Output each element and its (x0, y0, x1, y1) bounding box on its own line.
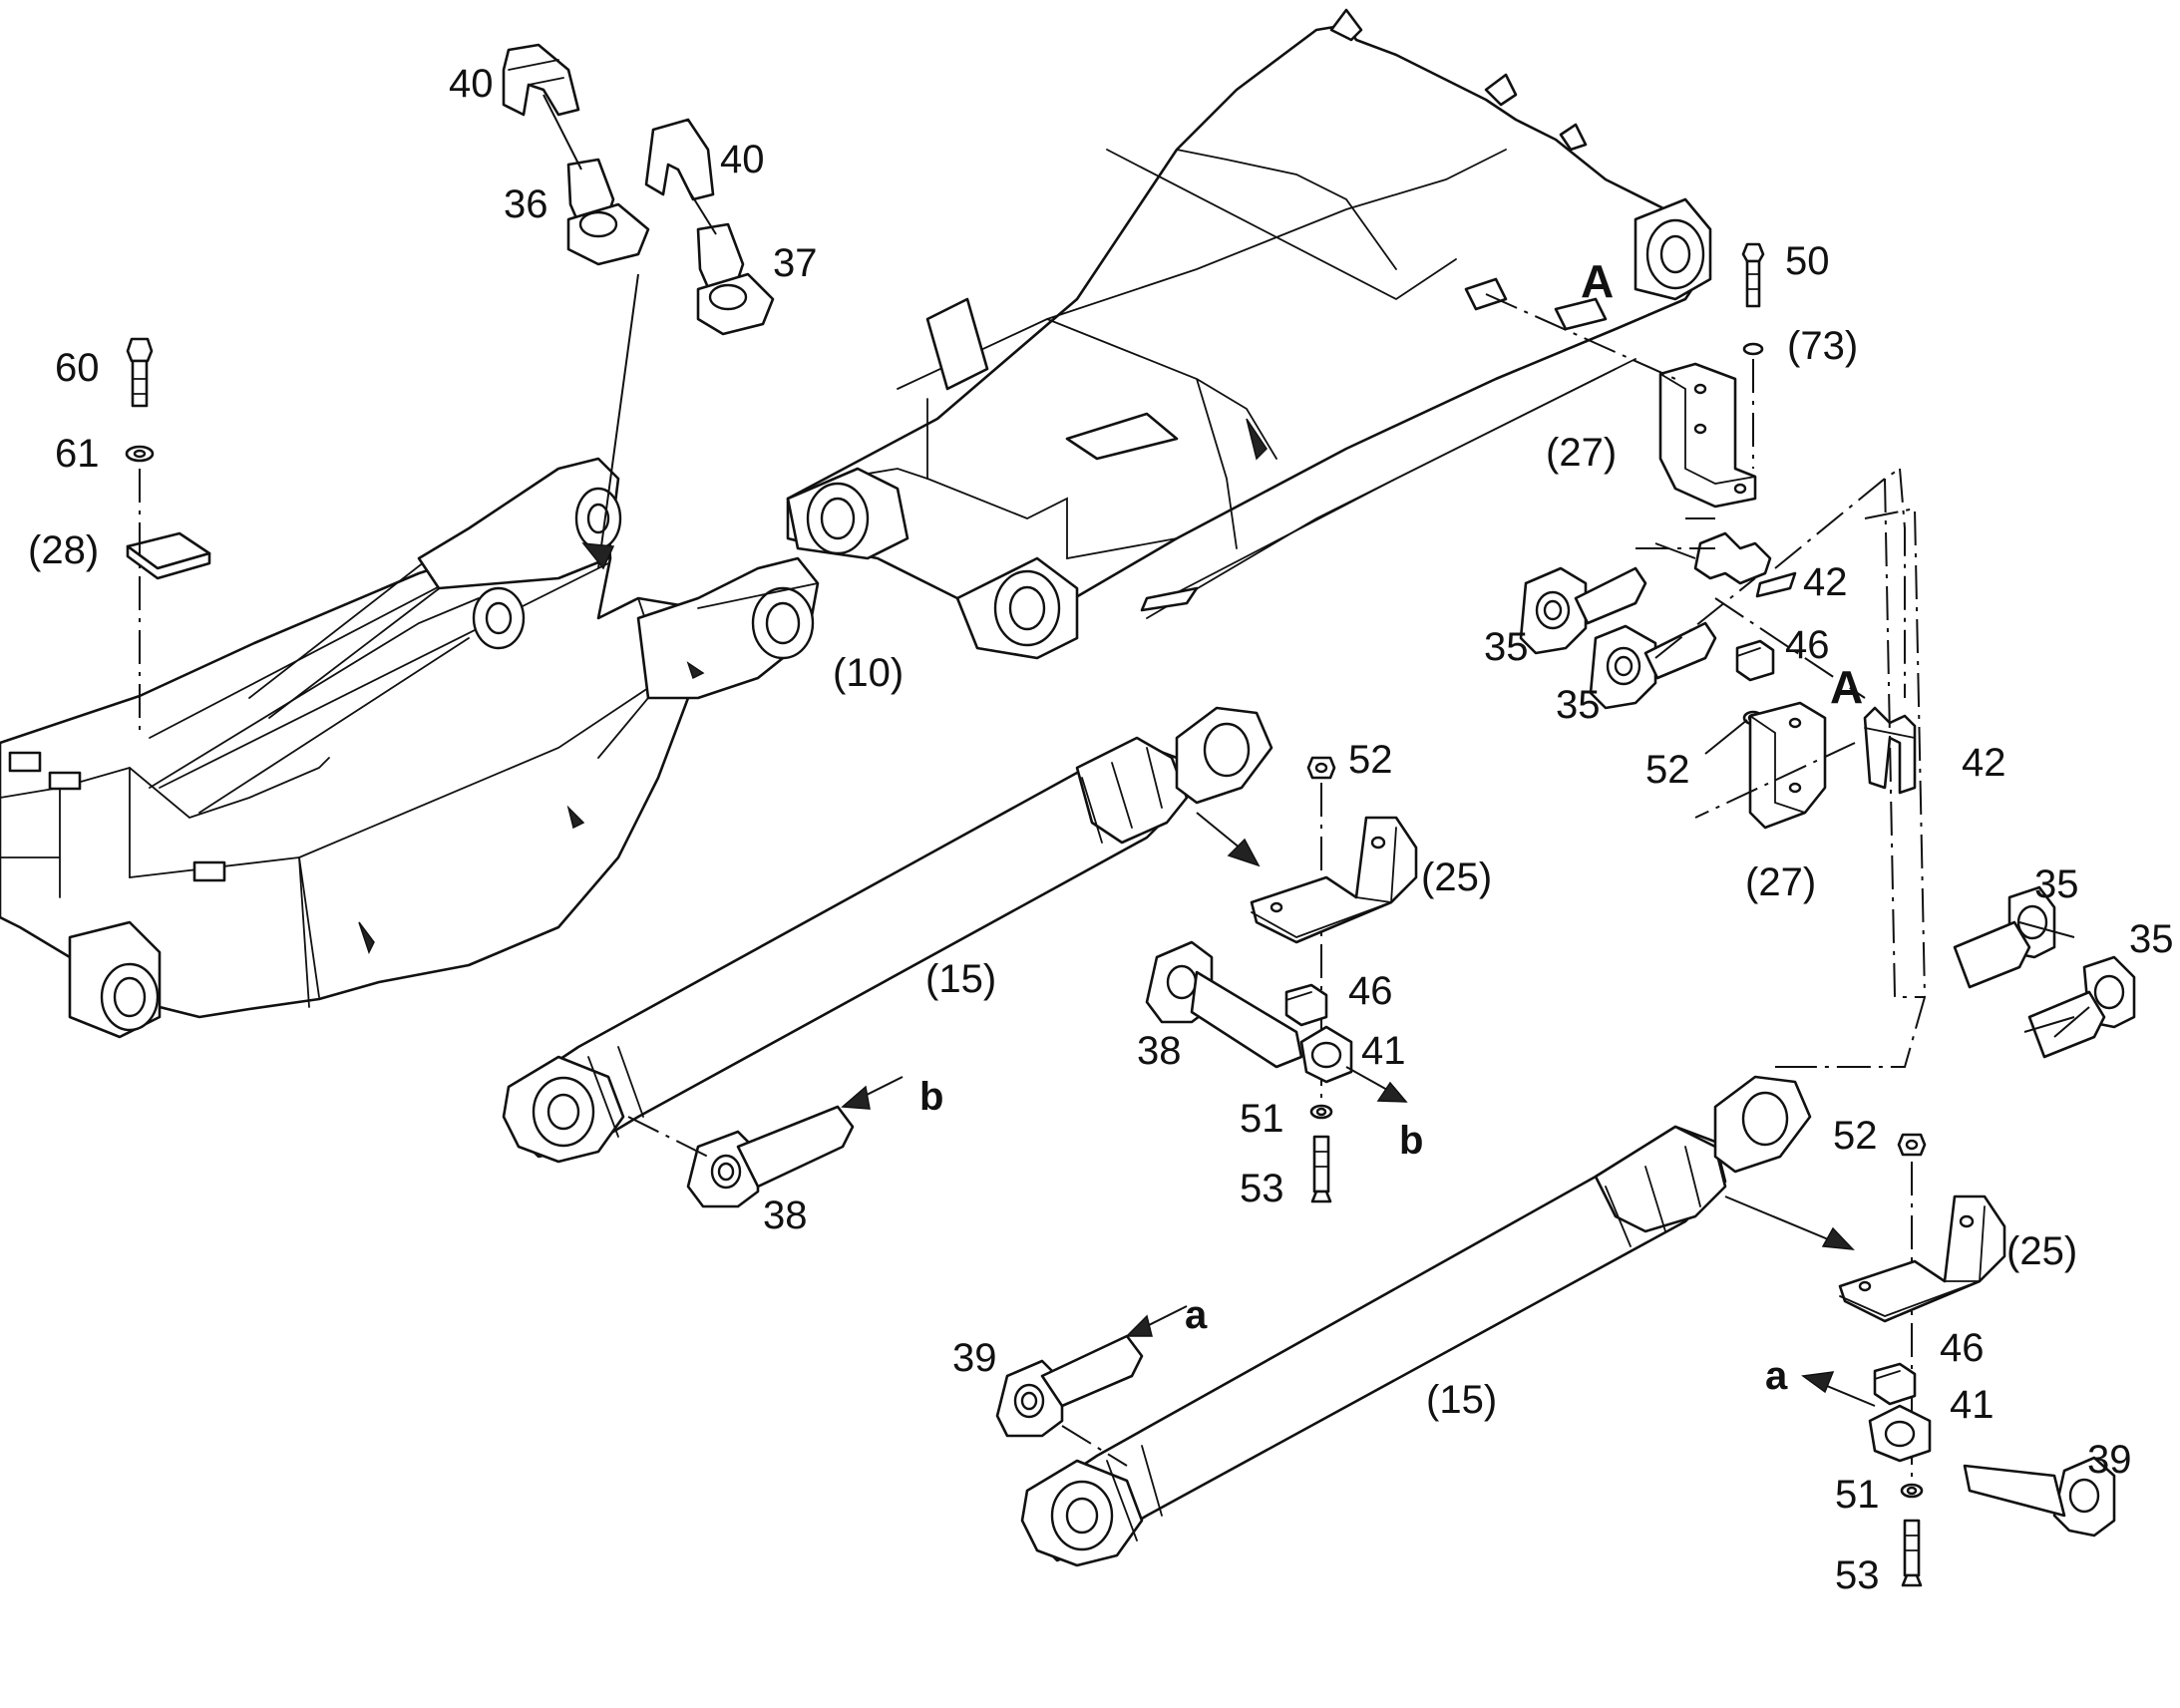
label-53a: 53 (1240, 1167, 1284, 1210)
label-52a: 52 (1645, 748, 1690, 792)
cylinder-lower (1020, 1075, 1812, 1567)
arrow-letter-b1: b (919, 1075, 943, 1119)
arrow-letter-a2: a (1765, 1354, 1788, 1398)
label-36: 36 (504, 182, 548, 226)
label-73: (73) (1787, 324, 1858, 368)
view-letter-a2: A (1830, 661, 1863, 713)
label-35a: 35 (1484, 625, 1529, 669)
label-37: 37 (773, 241, 818, 285)
label-15b: (15) (1426, 1378, 1497, 1422)
pin-group-top (502, 43, 775, 570)
arm-structure (786, 8, 1712, 660)
bracket-group-upper (627, 756, 1418, 1208)
cylinder-upper (502, 706, 1273, 1164)
label-39a: 39 (952, 1336, 997, 1380)
label-15a: (15) (925, 957, 996, 1001)
label-35c: 35 (2034, 862, 2079, 906)
label-46c: 46 (1940, 1326, 1985, 1370)
label-50: 50 (1785, 239, 1830, 283)
label-35b: 35 (1556, 683, 1601, 727)
label-42b: 42 (1962, 741, 2006, 785)
label-41b: 41 (1950, 1383, 1995, 1427)
label-28: (28) (28, 528, 99, 572)
label-52b: 52 (1348, 738, 1393, 782)
label-46a: 46 (1785, 623, 1830, 667)
label-40b: 40 (720, 138, 765, 181)
label-41a: 41 (1361, 1029, 1406, 1073)
label-25a: (25) (1421, 855, 1492, 899)
label-10: (10) (833, 651, 904, 695)
label-38b: 38 (763, 1194, 808, 1237)
label-35d: 35 (2129, 917, 2174, 961)
view-letter-a1: A (1581, 255, 1614, 307)
arrow-letter-a1: a (1185, 1293, 1208, 1337)
label-38a: 38 (1137, 1029, 1182, 1073)
label-42a: 42 (1803, 560, 1848, 604)
bracket-group-lower (995, 1133, 2116, 1587)
arrow-letter-b2: b (1399, 1119, 1423, 1163)
part-labels: 40 40 36 37 60 61 (28) (10) 50 (73) (27)… (28, 62, 2174, 1597)
label-61: 61 (55, 432, 100, 476)
right-parts (1485, 242, 2136, 1068)
label-25b: (25) (2006, 1229, 2077, 1273)
label-52c: 52 (1833, 1114, 1878, 1158)
label-40a: 40 (449, 62, 494, 106)
label-51b: 51 (1835, 1473, 1880, 1517)
label-46b: 46 (1348, 969, 1393, 1013)
label-51a: 51 (1240, 1097, 1284, 1141)
label-60: 60 (55, 346, 100, 390)
label-53b: 53 (1835, 1553, 1880, 1597)
bolt-washer-plate-28 (125, 337, 211, 736)
leader-lines (1654, 517, 1715, 559)
label-27a: (27) (1546, 431, 1617, 475)
boom-structure (0, 457, 820, 1039)
label-39b: 39 (2087, 1438, 2132, 1482)
label-27b: (27) (1745, 860, 1816, 904)
